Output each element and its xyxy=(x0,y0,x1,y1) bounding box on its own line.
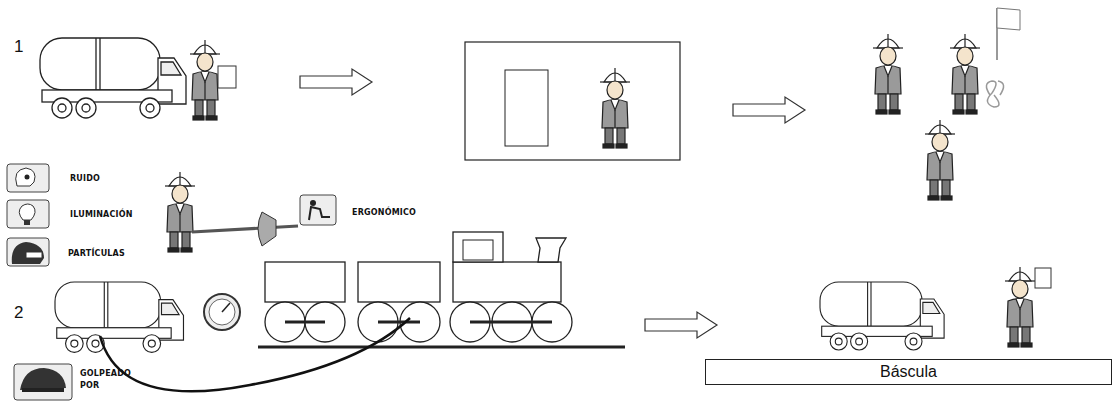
step-number: 2 xyxy=(14,300,23,326)
scale-platform: Báscula xyxy=(705,359,1112,385)
step-number: 1 xyxy=(14,34,23,60)
hazard-label: ERGONÓMICO xyxy=(352,207,416,219)
hazard-label: RUIDO xyxy=(70,173,100,185)
hazard-label: GOLPEADO POR xyxy=(80,368,128,392)
hazard-label: PARTÍCULAS xyxy=(68,248,125,260)
hazard-label: ILUMINACIÓN xyxy=(70,209,133,221)
node-text: Báscula xyxy=(880,363,937,381)
